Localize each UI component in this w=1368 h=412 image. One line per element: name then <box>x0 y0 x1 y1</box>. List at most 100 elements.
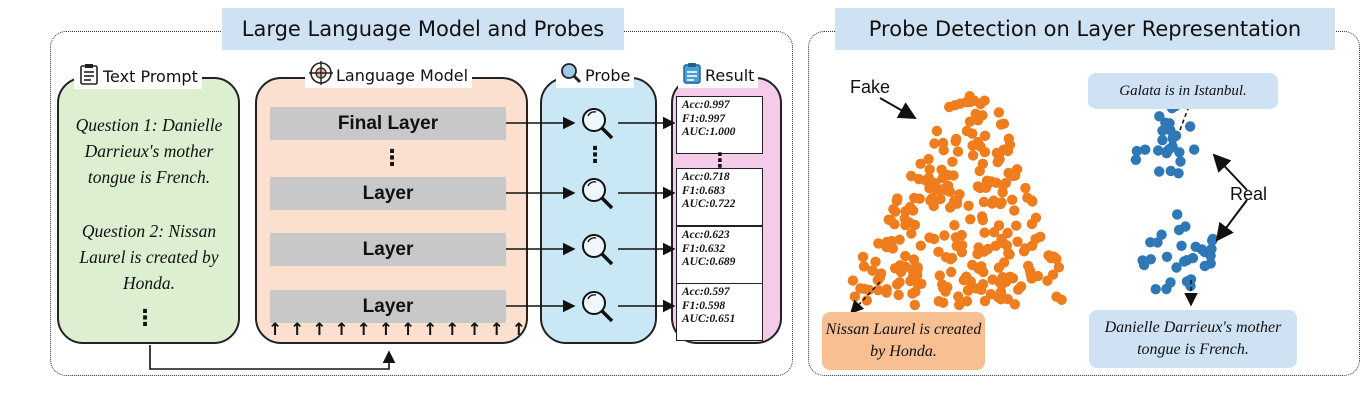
llm-probes-title: Large Language Model and Probes <box>222 8 624 50</box>
fake-point <box>924 183 935 194</box>
fake-point <box>889 219 900 230</box>
fake-point <box>1002 293 1013 305</box>
real-point <box>1153 145 1164 156</box>
fake-point <box>965 214 976 225</box>
fake-point <box>1026 273 1037 284</box>
fake-point <box>1053 262 1065 273</box>
fake-point <box>1027 196 1038 207</box>
real-point <box>1152 237 1163 248</box>
fake-point <box>908 254 920 265</box>
fake-point <box>969 95 980 106</box>
result-header: Result <box>678 62 759 88</box>
real-point <box>1171 262 1182 273</box>
fake-point <box>867 265 878 276</box>
fake-point <box>977 158 988 169</box>
callout-fake-example: Nissan Laurel is created by Honda. <box>822 312 985 370</box>
fake-point <box>924 164 935 175</box>
fake-point <box>929 138 940 149</box>
fake-point <box>942 180 954 191</box>
fake-point <box>923 153 934 165</box>
f1-value: F1:0.683 <box>682 184 726 197</box>
fake-point <box>950 232 962 243</box>
clipboard-icon <box>682 62 702 88</box>
fake-point <box>861 295 872 306</box>
callout-galata: Galata is in Istanbul. <box>1088 73 1278 109</box>
real-point <box>1156 229 1167 240</box>
f1-value: F1:0.632 <box>682 242 726 255</box>
probe-label: Probe <box>585 65 631 85</box>
fake-point <box>858 261 870 272</box>
real-point <box>1180 221 1191 232</box>
fake-point <box>870 256 881 267</box>
probe-magnifier-icon <box>582 234 614 266</box>
real-point <box>1189 144 1200 155</box>
probe-magnifier-icon <box>582 108 614 140</box>
fake-point <box>886 235 897 247</box>
result-box-layer-2: Acc:0.718 F1:0.683 AUC:0.722 <box>676 168 763 226</box>
real-point <box>1207 233 1219 245</box>
fake-point <box>979 146 991 158</box>
fake-point <box>961 296 973 307</box>
real-point <box>1140 144 1151 155</box>
fake-point <box>949 100 961 111</box>
fake-point <box>912 264 923 275</box>
fake-point <box>948 198 959 210</box>
fake-point <box>906 228 917 239</box>
layer-representation-scatter <box>847 88 1248 315</box>
fake-point <box>935 193 946 205</box>
acc-value: Acc:0.623 <box>682 229 730 241</box>
fake-point <box>1009 205 1020 216</box>
text-prompt-label: Text Prompt <box>103 66 198 86</box>
fake-point <box>972 248 983 260</box>
real-point <box>1130 154 1142 165</box>
fake-point <box>927 193 938 204</box>
fake-point <box>967 259 978 271</box>
fake-point <box>988 195 999 206</box>
fake-point <box>849 291 861 302</box>
prompt-ellipsis: ⋮ <box>134 306 156 331</box>
left-flow-overlay <box>149 108 676 370</box>
result-ellipsis: ⋮ <box>710 148 730 172</box>
fake-point <box>994 292 1005 303</box>
real-point <box>1185 121 1196 132</box>
real-point <box>1176 240 1187 251</box>
fake-point <box>938 145 949 156</box>
fake-point <box>978 196 990 208</box>
language-model-label: Language Model <box>336 65 469 85</box>
fake-point <box>1020 243 1031 254</box>
fake-point <box>949 220 960 231</box>
real-cluster-bottom <box>1137 209 1219 295</box>
auc-value: AUC:1.000 <box>682 126 736 138</box>
fake-point <box>954 299 965 311</box>
acc-value: Acc:0.997 <box>682 99 730 111</box>
f1-value: F1:0.598 <box>682 299 726 312</box>
fake-point <box>993 220 1005 231</box>
fake-point <box>998 144 1009 155</box>
document-icon <box>78 63 100 89</box>
acc-value: Acc:0.597 <box>682 286 730 298</box>
f1-value: F1:0.997 <box>682 112 726 125</box>
prompt-to-model-connector <box>149 345 396 370</box>
real-point <box>1175 156 1186 167</box>
fake-point <box>953 291 964 302</box>
text-prompt-column <box>57 77 240 344</box>
probe-ellipsis: ⋮ <box>584 143 606 168</box>
fake-point <box>979 95 990 106</box>
fake-point <box>899 213 910 224</box>
fake-point <box>891 195 902 207</box>
final-layer: Final Layer <box>270 107 506 140</box>
fake-point <box>978 266 989 278</box>
probe-detection-title: Probe Detection on Layer Representation <box>835 8 1335 50</box>
fake-point <box>945 254 956 265</box>
fake-point <box>873 238 884 249</box>
fake-point <box>979 295 991 307</box>
layer-4: Layer <box>270 290 506 323</box>
fake-point <box>940 286 951 297</box>
fake-point <box>1030 212 1042 223</box>
fake-point <box>963 285 974 296</box>
real-point <box>1179 256 1190 267</box>
fake-point <box>894 234 905 245</box>
fake-point <box>1007 170 1019 182</box>
auc-value: AUC:0.651 <box>682 313 736 325</box>
fake-point <box>1043 250 1054 261</box>
